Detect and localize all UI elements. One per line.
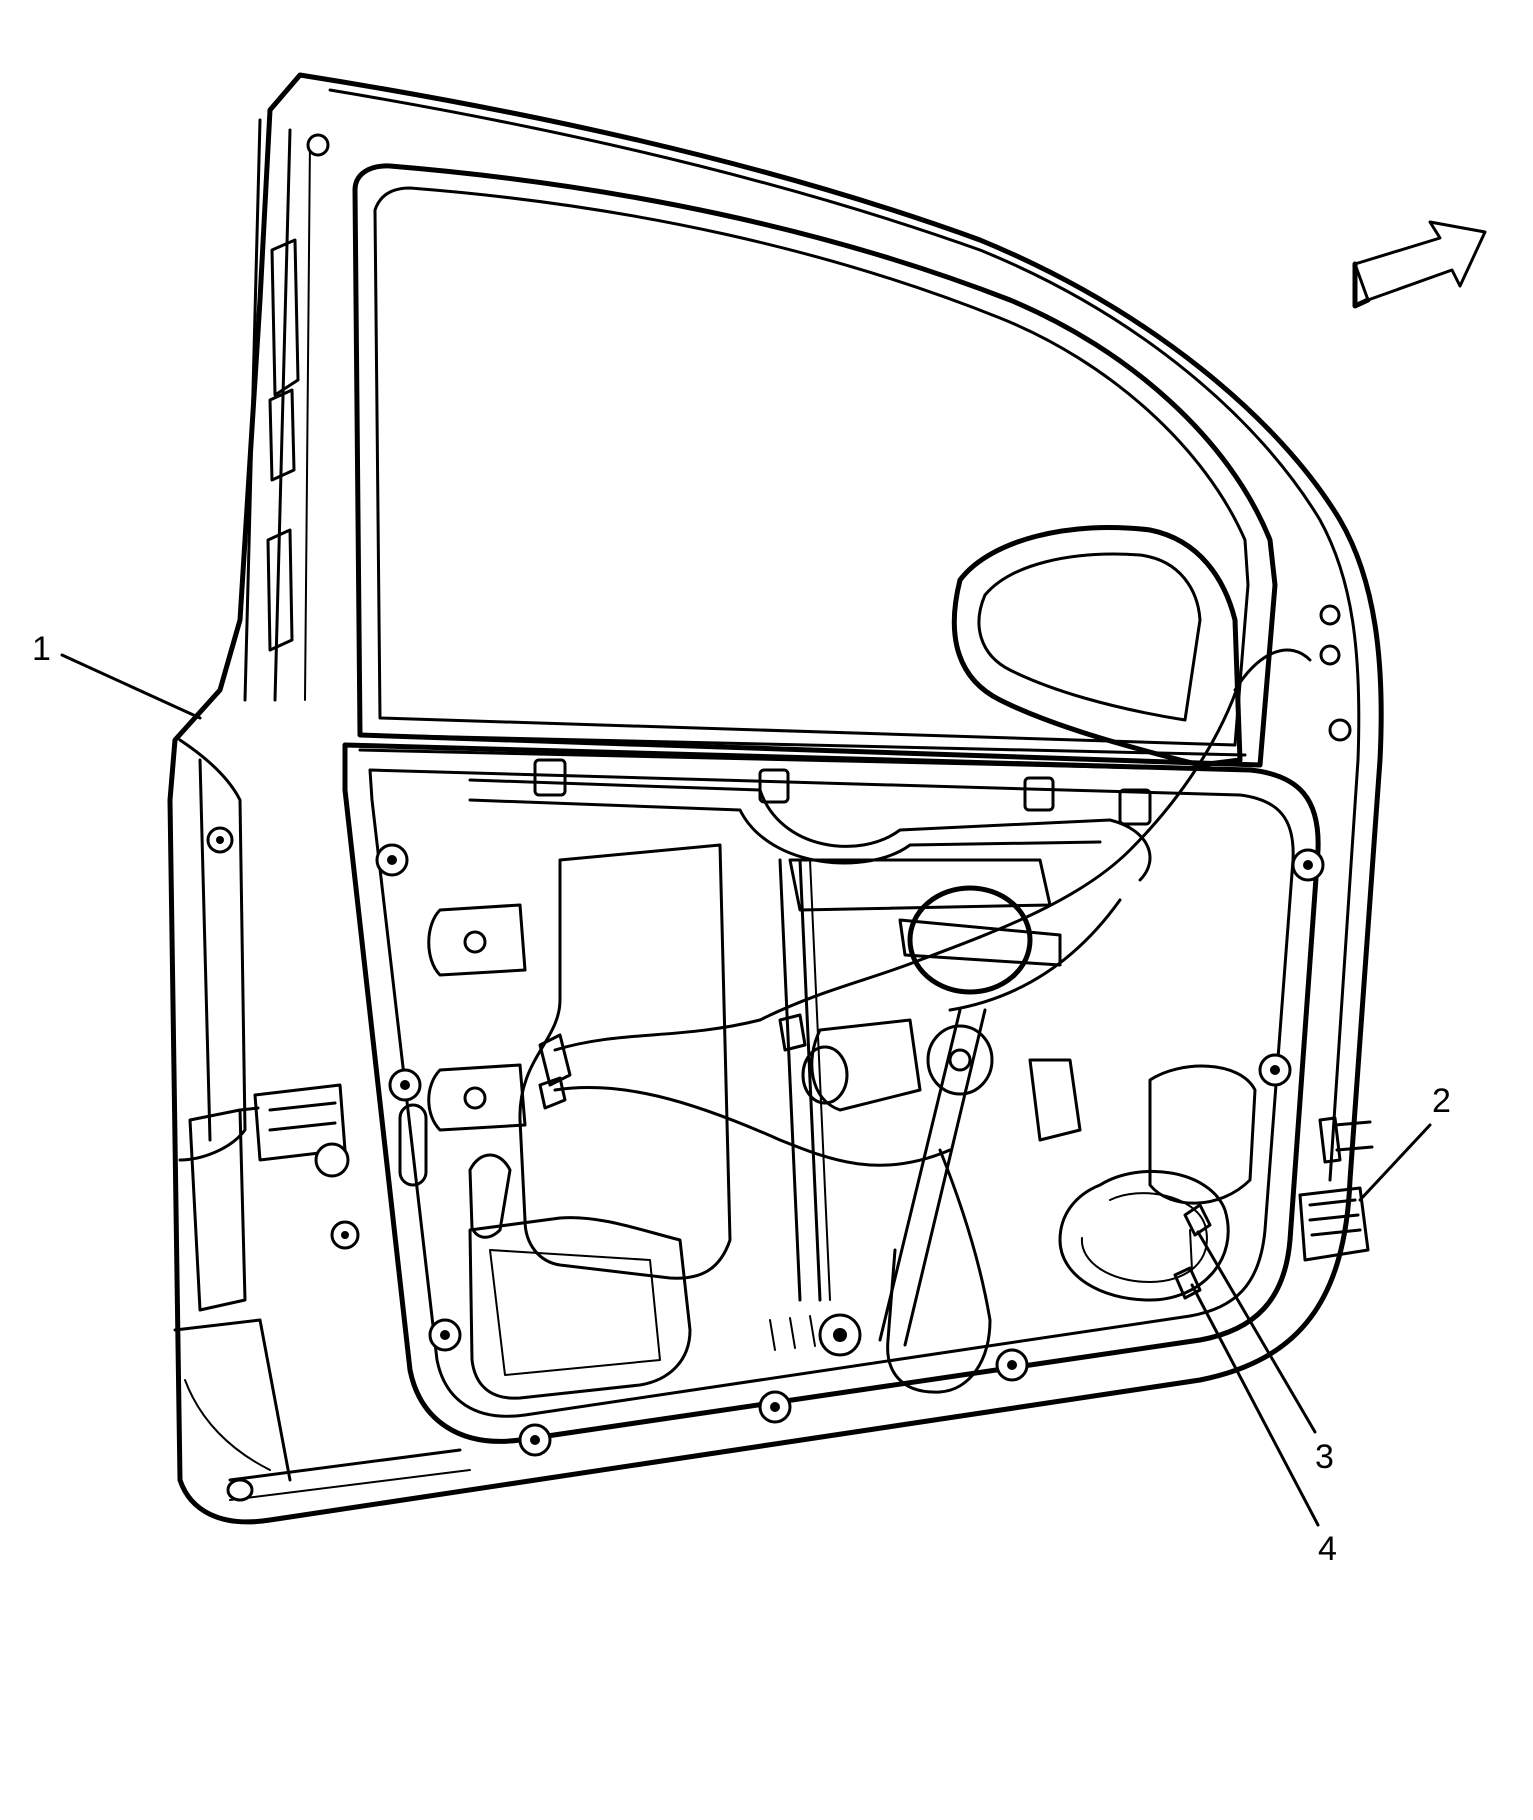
wiring-harness — [538, 648, 1312, 1394]
callout-leaders — [60, 653, 1432, 1527]
direction-arrow-icon — [1352, 220, 1487, 309]
callout-4: 4 — [1318, 1530, 1337, 1568]
door-shell — [167, 72, 1384, 1525]
callout-1: 1 — [32, 630, 51, 668]
harness-connector — [1298, 1116, 1374, 1262]
window-regulator — [778, 858, 1082, 1347]
outside-mirror — [951, 525, 1243, 768]
callout-labels: 1 2 3 4 — [32, 630, 1451, 1568]
mounting-holes — [206, 133, 1352, 1457]
door-hinges — [238, 1083, 350, 1178]
speaker-harness — [1173, 1203, 1212, 1300]
callout-2: 2 — [1432, 1082, 1451, 1120]
callout-3: 3 — [1315, 1438, 1334, 1476]
